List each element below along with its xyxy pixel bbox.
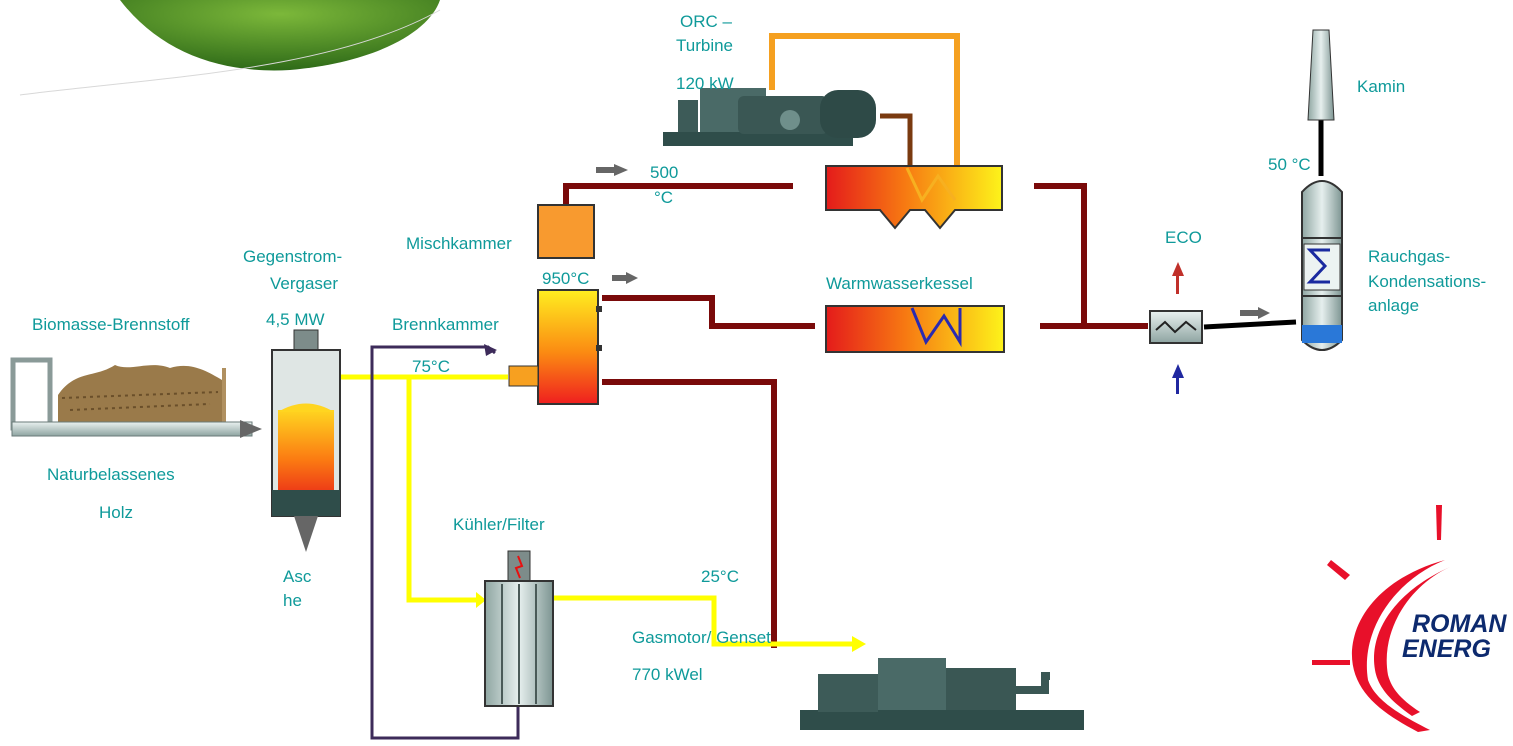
label-cooler-filter: Kühler/Filter [453,515,545,534]
label-ash-line1: Asc [283,567,312,586]
eco-to-condenser-pipe [1203,319,1297,330]
label-combustion-chamber: Brennkammer [392,315,499,334]
logo-text-line1: ROMAN [1412,610,1507,638]
genset [800,658,1084,730]
biomass-bin [10,357,262,438]
label-gasifier-power: 4,5 MW [266,310,325,329]
flow-arrows [596,164,1270,319]
flue-gas-to-genset [602,379,777,648]
label-gasifier-line1: Gegenstrom- [243,247,342,266]
label-chimney: Kamin [1357,77,1405,96]
label-eco: ECO [1165,228,1202,247]
mixing-chamber [537,204,595,259]
orc-turbine [663,88,876,146]
economizer [1149,262,1203,394]
label-temp-50: 50 °C [1268,155,1311,174]
label-temp-950: 950°C [542,269,589,288]
label-condenser-line1: Rauchgas- [1368,247,1450,266]
warm-water-boiler [825,305,1005,353]
label-temp-75: 75°C [412,357,450,376]
label-orc-power: 120 kW [676,74,734,93]
syngas-to-cooler [406,377,476,603]
label-warm-water-boiler: Warmwasserkessel [826,274,973,293]
gasifier [271,329,341,552]
syngas-arrow-genset [852,636,866,652]
flue-gas-condenser [1301,180,1343,351]
label-natural-wood-line2: Holz [99,503,133,522]
label-condenser-line2: Kondensations- [1368,272,1486,291]
label-orc-line1: ORC – [680,12,733,31]
chimney [1307,29,1335,121]
combustion-chamber [508,289,602,405]
label-natural-wood-line1: Naturbelassenes [47,465,175,484]
orc-loop-pipe [769,33,960,165]
label-gasifier-line2: Vergaser [270,274,338,293]
labels: ORC – Turbine 120 kW Kamin 500 °C 50 °C … [32,12,1486,684]
flue-gas-to-warm-water [602,295,815,329]
orc-heat-exchanger [825,165,1003,230]
syngas-to-genset [553,595,856,647]
syngas-arrow-cooler [476,592,486,608]
label-mixing-chamber: Mischkammer [406,234,512,253]
label-genset: Gasmotor/ Genset [632,628,771,647]
label-genset-power: 770 kWel [632,665,703,684]
cooler-filter [484,550,554,707]
leaf-graphic [19,0,441,96]
flue-gas-to-orc-hx [563,183,793,205]
label-condenser-line3: anlage [1368,296,1419,315]
romana-energie-logo: ROMAN ENERG [1312,505,1513,732]
label-temp-500-line1: 500 [650,163,678,182]
label-biomass: Biomasse-Brennstoff [32,315,190,334]
logo-text-line2: ENERG [1402,635,1491,663]
orc-return-pipe [880,113,913,165]
label-temp-500-line2: °C [654,188,673,207]
return-arrow [484,344,497,356]
label-ash-line2: he [283,591,302,610]
flue-gas-orc-hx-out [1034,183,1087,326]
label-orc-line2: Turbine [676,36,733,55]
label-temp-25: 25°C [701,567,739,586]
